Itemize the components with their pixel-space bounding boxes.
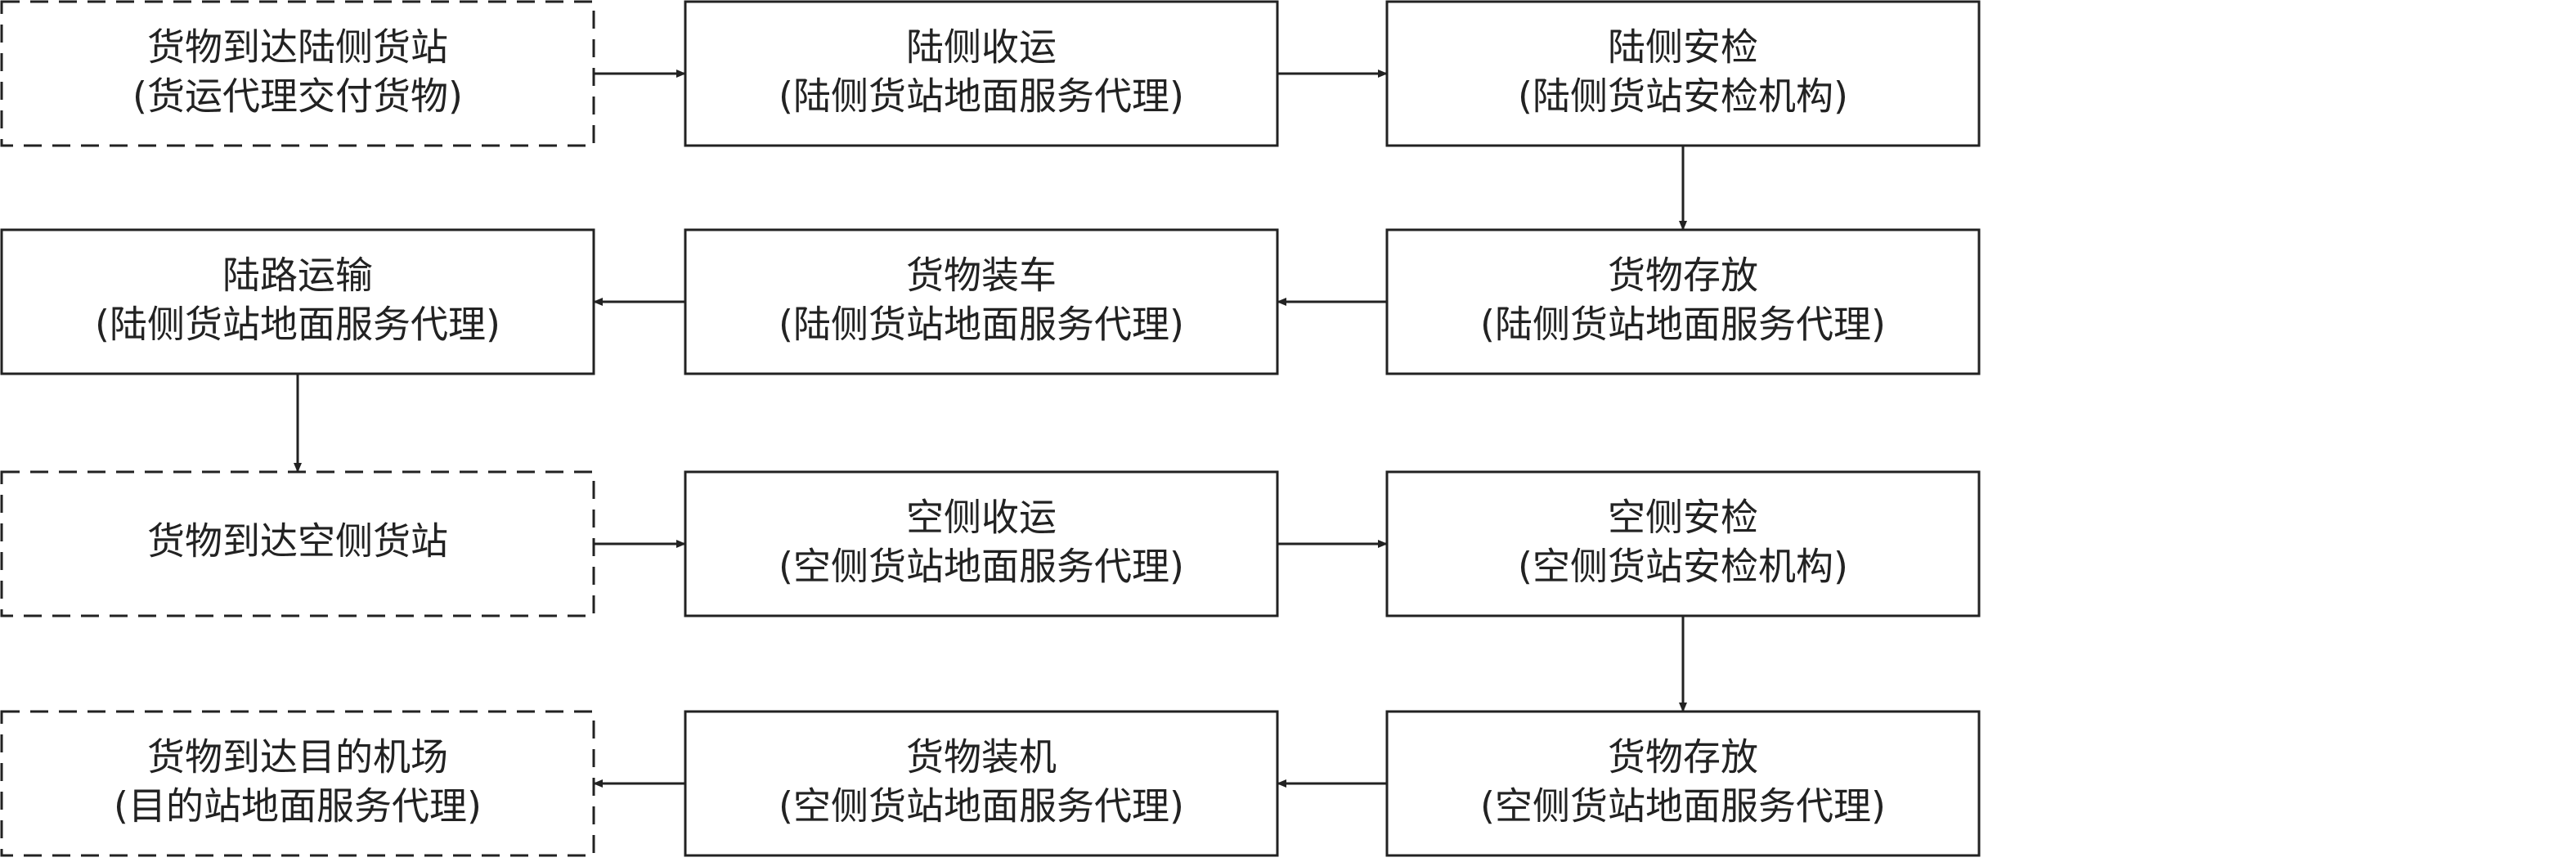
process-box-frame xyxy=(1385,710,1981,857)
process-title: 空侧安检 xyxy=(1608,496,1758,540)
process-box-frame xyxy=(1385,470,1981,617)
process-box-n12: 货物存放 (空侧货站地面服务代理) xyxy=(1385,710,1981,857)
process-box-n1: 货物到达陆侧货站(货运代理交付货物) xyxy=(0,0,595,147)
process-box-n10: 货物到达目的机场 (目的站地面服务代理) xyxy=(0,710,595,857)
process-responsible: (陆侧货站地面服务代理) xyxy=(779,303,1184,347)
process-title: 货物装车 xyxy=(906,254,1057,298)
process-box-frame xyxy=(1385,228,1981,375)
process-responsible: (陆侧货站地面服务代理) xyxy=(779,74,1184,119)
process-title: 陆侧安检 xyxy=(1608,25,1758,70)
process-box-n6: 货物存放 (陆侧货站地面服务代理) xyxy=(1385,228,1981,375)
process-box-frame xyxy=(684,710,1279,857)
nodes: 货物到达陆侧货站(货运代理交付货物)陆侧收运(陆侧货站地面服务代理)陆侧安检(陆… xyxy=(0,0,1981,857)
process-responsible: (陆侧货站安检机构) xyxy=(1518,74,1848,119)
process-title: 陆路运输 xyxy=(222,254,373,298)
process-title: 货物存放 xyxy=(1608,735,1758,779)
process-responsible: (空侧货站地面服务代理) xyxy=(1480,784,1886,828)
process-responsible: (空侧货站地面服务代理) xyxy=(779,545,1184,589)
process-title: 货物到达目的机场 xyxy=(147,735,448,779)
process-box-n4: 陆路运输 (陆侧货站地面服务代理) xyxy=(0,228,595,375)
process-box-frame xyxy=(0,710,595,857)
process-responsible: (陆侧货站地面服务代理) xyxy=(1480,303,1886,347)
process-box-n3: 陆侧安检(陆侧货站安检机构) xyxy=(1385,0,1981,147)
process-box-frame xyxy=(684,228,1279,375)
process-responsible: (空侧货站安检机构) xyxy=(1518,545,1848,589)
process-title: 货物到达空侧货站 xyxy=(147,519,448,563)
process-box-n9: 空侧安检 (空侧货站安检机构) xyxy=(1385,470,1981,617)
process-box-n5: 货物装车 (陆侧货站地面服务代理) xyxy=(684,228,1279,375)
process-box-n11: 货物装机 (空侧货站地面服务代理) xyxy=(684,710,1279,857)
edges xyxy=(294,70,1687,788)
process-responsible: (空侧货站地面服务代理) xyxy=(779,784,1184,828)
process-box-n2: 陆侧收运(陆侧货站地面服务代理) xyxy=(684,0,1279,147)
process-box-frame xyxy=(684,0,1279,147)
process-title: 空侧收运 xyxy=(906,496,1057,540)
process-box-n8: 空侧收运 (空侧货站地面服务代理) xyxy=(684,470,1279,617)
process-title: 货物装机 xyxy=(906,735,1057,779)
process-title: 货物存放 xyxy=(1608,254,1758,298)
process-box-n7: 货物到达空侧货站 xyxy=(0,470,595,617)
process-title: 货物到达陆侧货站 xyxy=(147,25,448,70)
process-box-frame xyxy=(0,470,595,617)
process-box-frame xyxy=(1385,0,1981,147)
process-responsible: (陆侧货站地面服务代理) xyxy=(95,303,500,347)
process-box-frame xyxy=(684,470,1279,617)
process-box-frame xyxy=(0,228,595,375)
process-responsible: (目的站地面服务代理) xyxy=(114,784,482,828)
process-title: 陆侧收运 xyxy=(906,25,1057,70)
process-box-frame xyxy=(0,0,595,147)
process-responsible: (货运代理交付货物) xyxy=(132,74,463,119)
